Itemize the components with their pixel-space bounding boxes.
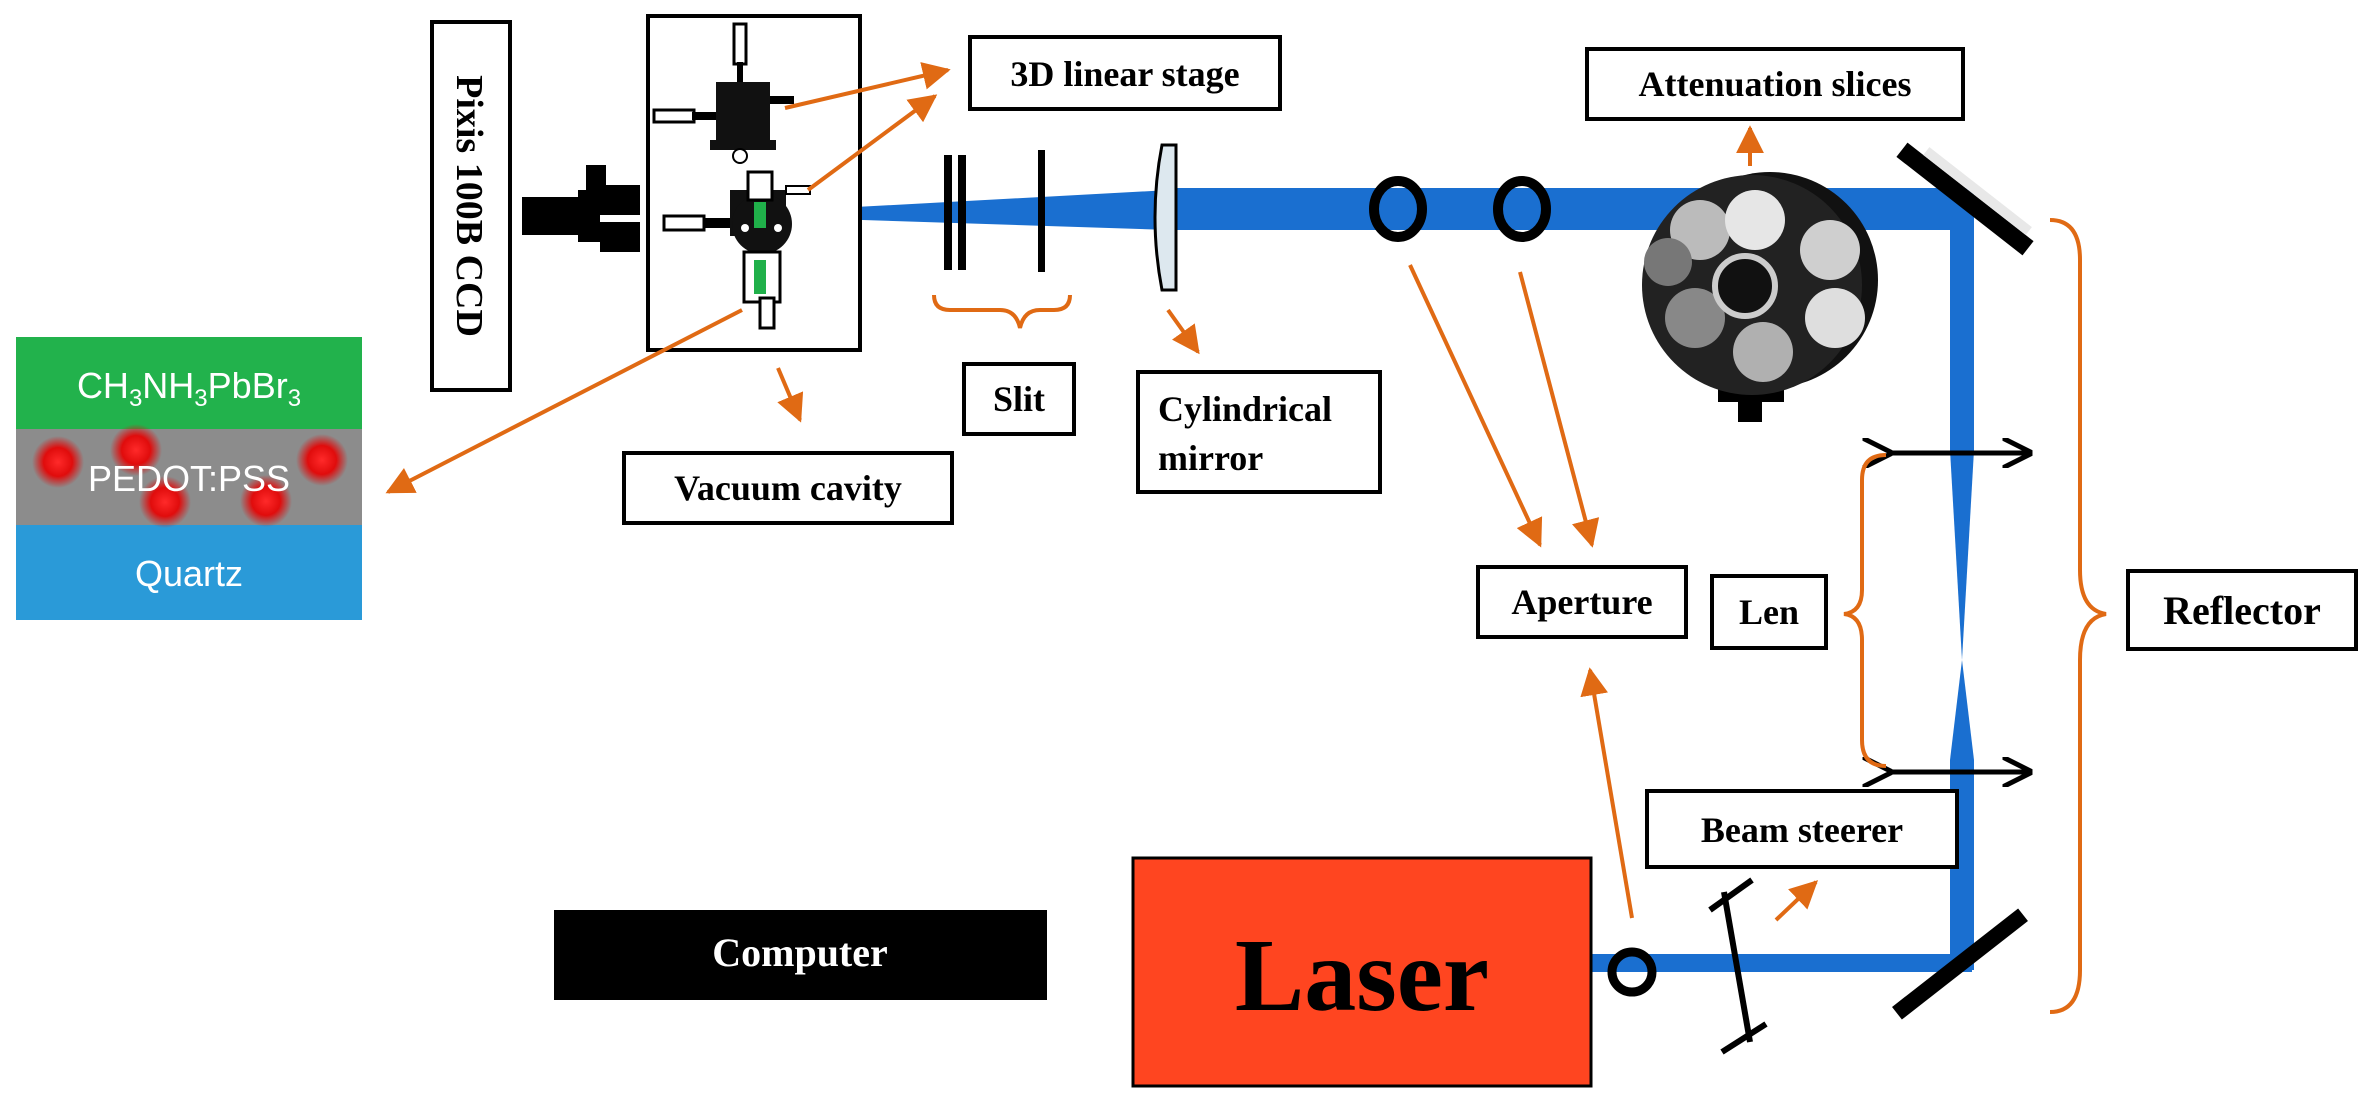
aperture-icon-2 (1493, 176, 1551, 242)
laser-label: Laser (1235, 918, 1489, 1033)
cylindrical-mirror-label-2: mirror (1158, 438, 1263, 478)
reflector-box (2126, 569, 2358, 651)
reflector-brace (2049, 218, 2107, 1014)
ccd-label: Pixis 100B CCD (448, 75, 490, 337)
quartz-layer (16, 525, 362, 620)
quartz-label: Quartz (135, 553, 243, 594)
annotation-arrows (385, 62, 1819, 922)
aperture-icon-3 (1607, 947, 1657, 997)
slit-label: Slit (993, 379, 1045, 419)
vacuum-cavity-label-box (622, 451, 954, 525)
pedot-label: PEDOT:PSS (88, 458, 290, 499)
linear-stage-icon (652, 22, 811, 330)
beam-steerer-box (1645, 789, 1959, 869)
len-label: Len (1739, 592, 1799, 632)
cylindrical-mirror-box (1136, 370, 1382, 494)
bottom-mirror-icon (1892, 908, 2028, 1020)
cylindrical-mirror-label-1: Cylindrical (1158, 389, 1332, 429)
top-mirror-coating (1923, 147, 2032, 236)
attenuation-box (1585, 47, 1965, 121)
cylindrical-mirror-icon (1153, 143, 1178, 292)
computer-box (554, 910, 1047, 1000)
linear-stage-label: 3D linear stage (1010, 54, 1239, 94)
top-mirror-icon (1896, 142, 2034, 256)
attenuation-wheel-icon (1642, 172, 1878, 422)
slit-icon (944, 150, 1045, 272)
len-brace (1843, 453, 1887, 768)
aperture-icon-1 (1369, 176, 1427, 242)
ccd-box (430, 20, 512, 392)
beam-steerer-icon (1708, 877, 1768, 1055)
linear-stage-box (968, 35, 1282, 111)
aperture-box (1476, 565, 1688, 639)
slit-box (962, 362, 1076, 436)
perovskite-layer (16, 337, 362, 429)
vacuum-cavity-label: Vacuum cavity (674, 468, 902, 508)
attenuation-label: Attenuation slices (1639, 64, 1912, 104)
beam-steerer-label: Beam steerer (1701, 810, 1903, 850)
perovskite-label: CH3NH3PbBr3 (77, 365, 301, 412)
laser-box (1131, 856, 1593, 1088)
len-box (1710, 574, 1828, 650)
slit-brace (932, 294, 1072, 329)
nanoparticle-dots (32, 424, 348, 528)
reflector-label: Reflector (2163, 588, 2321, 633)
computer-label: Computer (712, 930, 888, 975)
ccd-camera-icon (522, 165, 640, 252)
sample-stack: CH3NH3PbBr3 PEDOT:PSS Quartz (16, 337, 362, 620)
aperture-label: Aperture (1511, 582, 1652, 622)
